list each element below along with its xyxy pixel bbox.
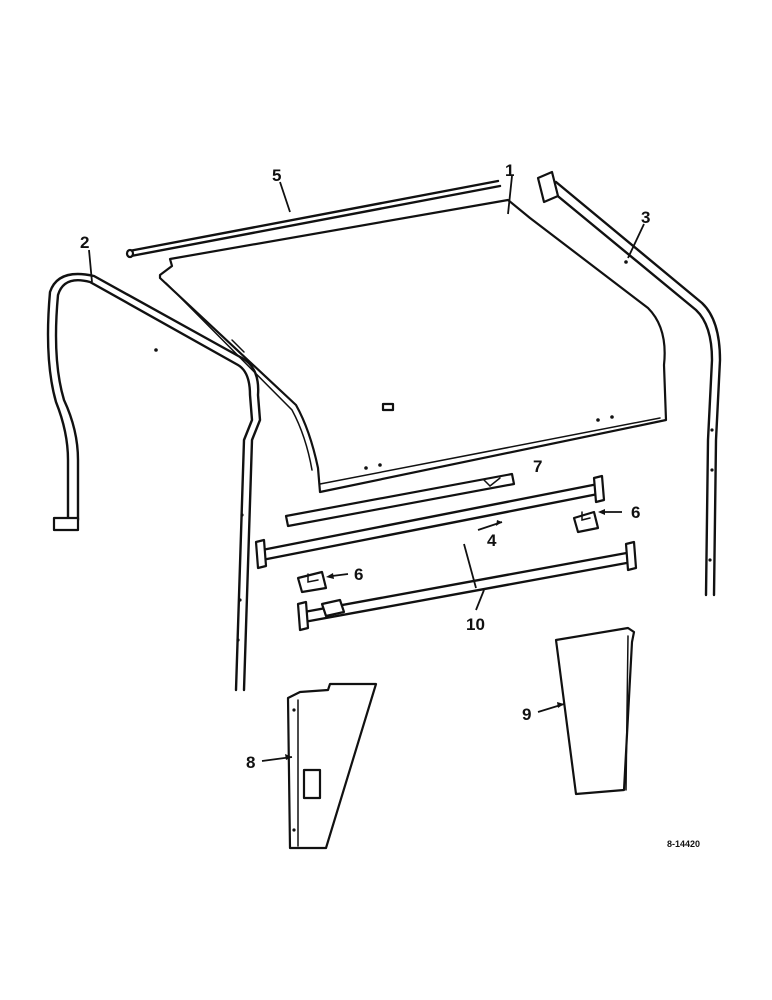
callout-10: 10 [466, 615, 485, 634]
bracket-part-6-right [572, 510, 600, 534]
crossbar-part-10 [296, 540, 638, 632]
side-panel-part-9 [554, 626, 636, 796]
callout-5: 5 [272, 166, 281, 185]
callout-4: 4 [487, 531, 497, 550]
callout-9: 9 [522, 705, 531, 724]
callout-2: 2 [80, 233, 89, 252]
leader-lines [88, 175, 645, 762]
callout-1: 1 [505, 161, 514, 180]
side-panel-part-8 [286, 682, 378, 850]
bracket-part-6-left [296, 570, 328, 594]
drawing-reference-number: 8-14420 [667, 839, 700, 849]
rod-part-5 [125, 179, 502, 259]
bow-part-3 [536, 170, 722, 597]
bow-part-2 [46, 272, 262, 692]
canopy-panel-part-1 [158, 198, 668, 494]
callout-3: 3 [641, 208, 650, 227]
callout-6-right: 6 [631, 503, 640, 522]
callout-7: 7 [533, 457, 542, 476]
callout-8: 8 [246, 753, 255, 772]
strip-part-7 [284, 472, 516, 528]
callout-6-left: 6 [354, 565, 363, 584]
crossbar-part-4 [254, 474, 606, 570]
